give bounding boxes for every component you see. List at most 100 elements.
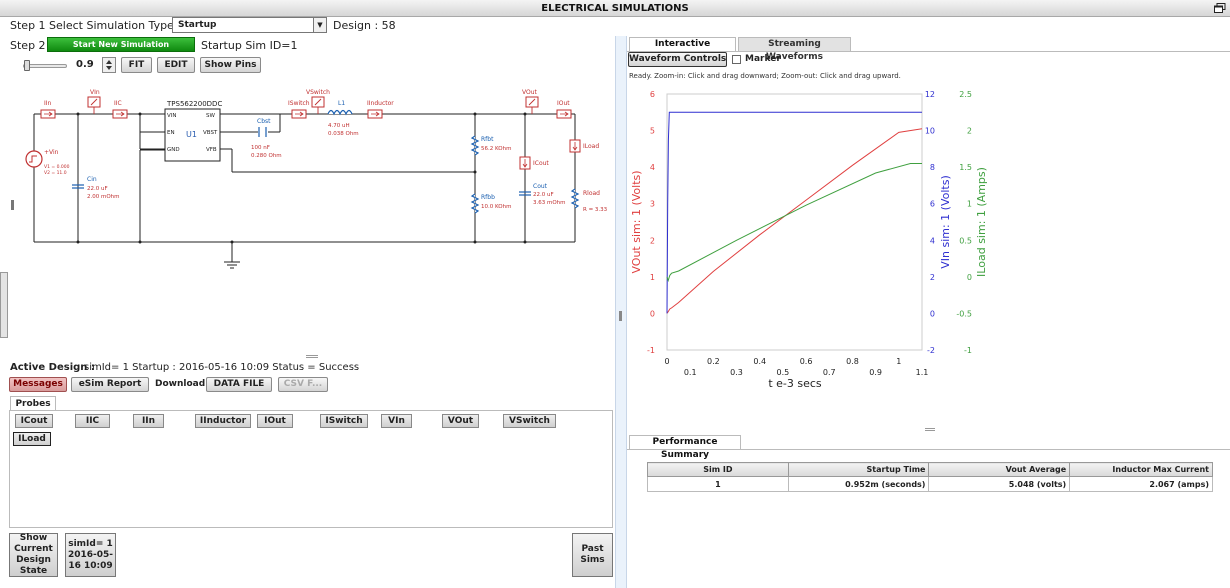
panel-splitter[interactable] xyxy=(615,36,627,588)
vin-v1: V1 = 0.000 xyxy=(44,164,70,170)
rload-resistor-icon xyxy=(570,188,580,209)
pin-sw: SW xyxy=(206,113,215,119)
inductor-icon xyxy=(327,109,353,116)
probe-iin[interactable]: IIn xyxy=(133,414,164,428)
chevron-down-icon[interactable]: ▼ xyxy=(313,18,326,32)
cout-esr: 3.63 mOhm xyxy=(533,200,566,206)
probe-iinductor[interactable]: IInductor xyxy=(195,414,251,428)
probe-iout[interactable]: IOut xyxy=(257,414,293,428)
horizontal-scroll-handle[interactable] xyxy=(11,200,14,210)
pin-vin: VIN xyxy=(167,113,177,119)
start-new-simulation-button[interactable]: Start New Simulation xyxy=(47,37,195,52)
step1-label: Step 1 Select Simulation Type xyxy=(10,19,174,32)
splitter-grip[interactable] xyxy=(619,311,622,321)
rfbb-name: Rfbb xyxy=(481,194,495,201)
cell-startup-time: 0.952m (seconds) xyxy=(787,476,930,492)
probe-iswitch[interactable]: ISwitch xyxy=(320,414,368,428)
cin-name: Cin xyxy=(87,176,97,183)
tab-performance-summary[interactable]: Performance Summary xyxy=(629,435,741,460)
rfbb-resistor-icon xyxy=(470,193,480,214)
active-design-label: Active Design : xyxy=(10,362,95,373)
pin-vfb: VFB xyxy=(206,147,217,153)
cin-value: 22.0 uF xyxy=(87,186,108,192)
iinductor-probe-label: IInductor xyxy=(367,100,394,107)
left-collapse-handle[interactable] xyxy=(0,272,8,338)
tab-probes[interactable]: Probes xyxy=(10,396,56,411)
table-row[interactable]: 1 0.952m (seconds) 5.048 (volts) 2.067 (… xyxy=(647,476,1213,492)
y-axis-2-tick: -1 xyxy=(964,346,972,355)
y-axis-2-tick: -0.5 xyxy=(956,309,972,318)
cin-esr: 2.00 mOhm xyxy=(87,194,120,200)
y-axis-1-tick: 4 xyxy=(930,236,935,245)
rfbt-name: Rfbt xyxy=(481,136,494,143)
col-inductor-max-current[interactable]: Inductor Max Current xyxy=(1069,462,1213,477)
past-sims-button[interactable]: Past Sims xyxy=(572,533,613,577)
show-current-design-state-button[interactable]: Show Current Design State xyxy=(9,533,58,577)
x-tick-bottom: 0.1 xyxy=(684,368,697,377)
simulation-type-select[interactable]: Startup ▼ xyxy=(172,17,327,33)
x-tick-top: 0 xyxy=(664,357,669,366)
marker-checkbox[interactable] xyxy=(732,55,741,64)
probe-iic[interactable]: IIC xyxy=(75,414,110,428)
probe-vin[interactable]: VIn xyxy=(381,414,412,428)
zoom-spinner[interactable] xyxy=(102,57,116,73)
probe-vswitch[interactable]: VSwitch xyxy=(503,414,556,428)
tab-interactive-waveform[interactable]: Interactive Waveform xyxy=(629,37,736,62)
vout-probe-label: VOut xyxy=(522,89,538,96)
show-pins-button[interactable]: Show Pins xyxy=(200,57,261,73)
l1-value: 4.70 uH xyxy=(328,123,350,129)
esim-report-button[interactable]: eSim Report xyxy=(71,377,149,392)
chart-resize-grip[interactable] xyxy=(925,428,935,431)
messages-button[interactable]: Messages xyxy=(9,377,67,392)
series-line-0 xyxy=(666,128,923,314)
rfbb-value: 10.0 KOhm xyxy=(481,204,511,210)
csv-file-button[interactable]: CSV F... xyxy=(278,377,328,392)
y-axis-2-tick: 2 xyxy=(967,127,972,136)
probes-panel: ICout IIC IIn IInductor IOut ISwitch VIn… xyxy=(9,410,613,528)
y-axis-0-tick: -1 xyxy=(647,346,655,355)
chip-ref: U1 xyxy=(186,130,197,139)
perf-divider xyxy=(627,449,1230,450)
x-axis-title: t e-3 secs xyxy=(768,377,822,390)
rfbt-resistor-icon xyxy=(470,135,480,156)
data-file-button[interactable]: DATA FILE xyxy=(206,377,272,392)
x-tick-bottom: 0.9 xyxy=(869,368,882,377)
vin-v2: V2 = 11.0 xyxy=(44,170,67,176)
tps562200-chip xyxy=(164,108,221,162)
col-vout-average[interactable]: Vout Average xyxy=(928,462,1071,477)
rfbt-value: 56.2 KOhm xyxy=(481,146,511,152)
col-sim-id[interactable]: Sim ID xyxy=(647,462,789,477)
y-axis-1-tick: 0 xyxy=(930,309,935,318)
y-axis-1-tick: 12 xyxy=(925,90,935,99)
y-axis-2-tick: 1 xyxy=(967,200,972,209)
restore-window-icon[interactable] xyxy=(1214,3,1226,13)
cell-sim-id: 1 xyxy=(647,476,789,492)
y-axis-0-title: VOut sim: 1 (Volts) xyxy=(630,170,643,273)
probe-icout[interactable]: ICout xyxy=(15,414,53,428)
x-tick-bottom: 0.3 xyxy=(730,368,743,377)
edit-button[interactable]: EDIT xyxy=(157,57,195,73)
circuit-schematic[interactable]: TPS562200DDC U1 VIN EN GND SW VBST VFB +… xyxy=(0,84,615,279)
x-tick-top: 0.4 xyxy=(753,357,766,366)
probe-vout[interactable]: VOut xyxy=(442,414,479,428)
vin-probe-label: VIn xyxy=(90,89,100,96)
zoom-slider-handle[interactable] xyxy=(24,60,30,71)
cout-name: Cout xyxy=(533,183,548,190)
iout-probe-label: IOut xyxy=(557,100,570,107)
x-tick-bottom: 0.7 xyxy=(823,368,836,377)
iin-probe-label: IIn xyxy=(44,100,52,107)
spinner-arrows-icon[interactable] xyxy=(103,58,115,72)
vertical-resize-grip[interactable] xyxy=(306,355,318,358)
waveform-chart[interactable]: 6543210-1121086420-22.521.510.50-0.5-1VO… xyxy=(627,82,1230,400)
col-startup-time[interactable]: Startup Time xyxy=(787,462,930,477)
fit-button[interactable]: FIT xyxy=(121,57,152,73)
icout-probe-label: ICout xyxy=(533,160,549,167)
sim-history-chip[interactable]: simId= 1 2016-05-16 10:09 xyxy=(65,533,116,577)
probe-iload[interactable]: ILoad xyxy=(13,432,51,446)
zoom-slider-track[interactable] xyxy=(23,64,67,68)
tab-streaming-waveforms[interactable]: Streaming Waveforms xyxy=(738,37,851,62)
waveform-controls-button[interactable]: Waveform Controls xyxy=(628,52,727,67)
iic-probe-label: IIC xyxy=(114,100,122,107)
y-axis-0-tick: 6 xyxy=(650,90,655,99)
app-title: ELECTRICAL SIMULATIONS xyxy=(541,3,689,14)
